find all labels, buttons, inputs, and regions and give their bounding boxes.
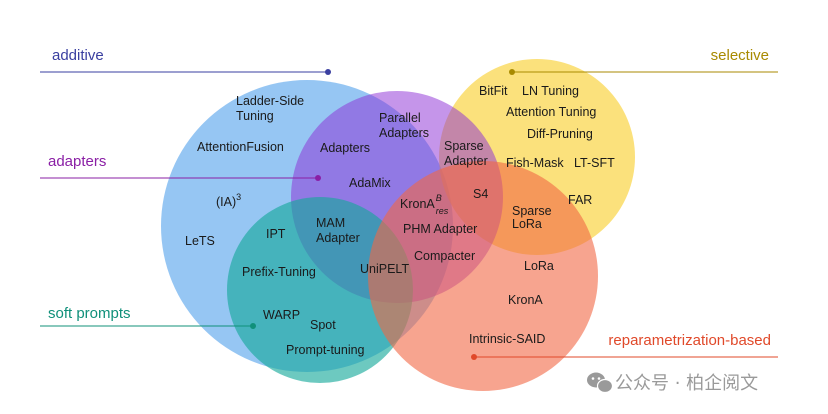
method-spot: Spot bbox=[310, 318, 336, 332]
category-reparam: reparametrization-based bbox=[608, 332, 771, 349]
method-krona: KronA bbox=[508, 293, 543, 307]
method-sparse-adapter-line1: Sparse bbox=[444, 139, 484, 153]
circle-soft-prompts bbox=[227, 197, 413, 383]
method-compacter: Compacter bbox=[414, 249, 475, 263]
wechat-icon bbox=[587, 372, 614, 394]
leader-selective bbox=[509, 69, 778, 75]
watermark-text: 公众号 · 柏企阅文 bbox=[615, 373, 758, 394]
method-phm-adapter: PHM Adapter bbox=[403, 222, 477, 236]
method-lora: LoRa bbox=[524, 259, 554, 273]
method-intrinsic-said: Intrinsic-SAID bbox=[469, 332, 545, 346]
method-attention-tuning: Attention Tuning bbox=[506, 105, 596, 119]
leader-reparam bbox=[471, 354, 778, 360]
method-mam-adapter-line2: Adapter bbox=[316, 231, 360, 245]
method-ladder-side-tuning-line2: Tuning bbox=[236, 109, 274, 123]
method-adamix: AdaMix bbox=[349, 176, 391, 190]
method-ladder-side-tuning-line1: Ladder-Side bbox=[236, 94, 304, 108]
method-bitfit: BitFit bbox=[479, 84, 508, 98]
method-adapters: Adapters bbox=[320, 141, 370, 155]
method-far: FAR bbox=[568, 193, 592, 207]
method-sparse-lora-line2: LoRa bbox=[512, 217, 542, 231]
method-lets: LeTS bbox=[185, 234, 215, 248]
method-s4: S4 bbox=[473, 187, 488, 201]
category-additive: additive bbox=[52, 47, 104, 64]
method-prefix-tuning: Prefix-Tuning bbox=[242, 265, 316, 279]
leader-soft-prompts bbox=[40, 323, 256, 329]
category-selective: selective bbox=[711, 47, 769, 64]
method-unipelt: UniPELT bbox=[360, 262, 409, 276]
method-ia3: (IA)3 bbox=[216, 192, 241, 209]
category-soft-prompts: soft prompts bbox=[48, 305, 131, 322]
method-sparse-lora-line1: Sparse bbox=[512, 204, 552, 218]
category-adapters: adapters bbox=[48, 153, 106, 170]
method-sparse-adapter-line2: Adapter bbox=[444, 154, 488, 168]
method-warp: WARP bbox=[263, 308, 300, 322]
leader-additive bbox=[40, 69, 331, 75]
method-prompt-tuning: Prompt-tuning bbox=[286, 343, 365, 357]
method-fish-mask: Fish-Mask bbox=[506, 156, 564, 170]
method-lt-sft: LT-SFT bbox=[574, 156, 615, 170]
method-parallel-adapters-line1: Parallel bbox=[379, 111, 421, 125]
method-mam-adapter-line1: MAM bbox=[316, 216, 345, 230]
circle-reparam bbox=[368, 161, 598, 391]
method-ipt: IPT bbox=[266, 227, 286, 241]
method-diff-pruning: Diff-Pruning bbox=[527, 127, 593, 141]
method-parallel-adapters-line2: Adapters bbox=[379, 126, 429, 140]
method-attentionfusion: AttentionFusion bbox=[197, 140, 284, 154]
leader-adapters bbox=[40, 175, 321, 181]
method-ln-tuning: LN Tuning bbox=[522, 84, 579, 98]
